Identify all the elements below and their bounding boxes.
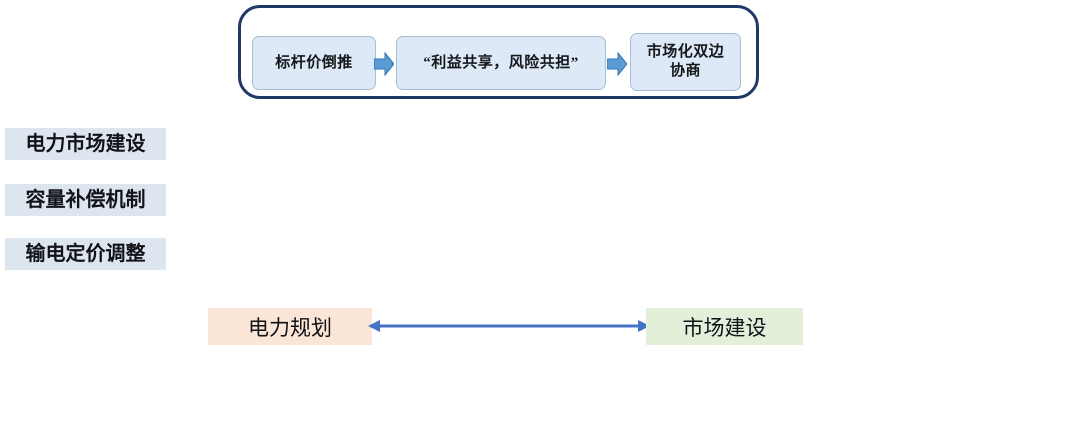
side-label-capacity-compensation[interactable]: 容量补偿机制 [5, 184, 166, 216]
side-label-transmission-pricing[interactable]: 输电定价调整 [5, 238, 166, 270]
relation-box-right[interactable]: 市场建设 [646, 308, 803, 345]
double-headed-arrow-icon [368, 314, 650, 338]
flow-step-box-3[interactable]: 市场化双边 协商 [630, 33, 741, 91]
flow-step-box-1[interactable]: 标杆价倒推 [252, 36, 376, 90]
side-label-power-market-construction[interactable]: 电力市场建设 [5, 128, 166, 160]
right-block-arrow-icon [373, 51, 395, 77]
relation-box-left[interactable]: 电力规划 [208, 308, 372, 345]
flow-step-box-2[interactable]: “利益共享，风险共担” [396, 36, 606, 90]
right-block-arrow-icon [606, 51, 628, 77]
